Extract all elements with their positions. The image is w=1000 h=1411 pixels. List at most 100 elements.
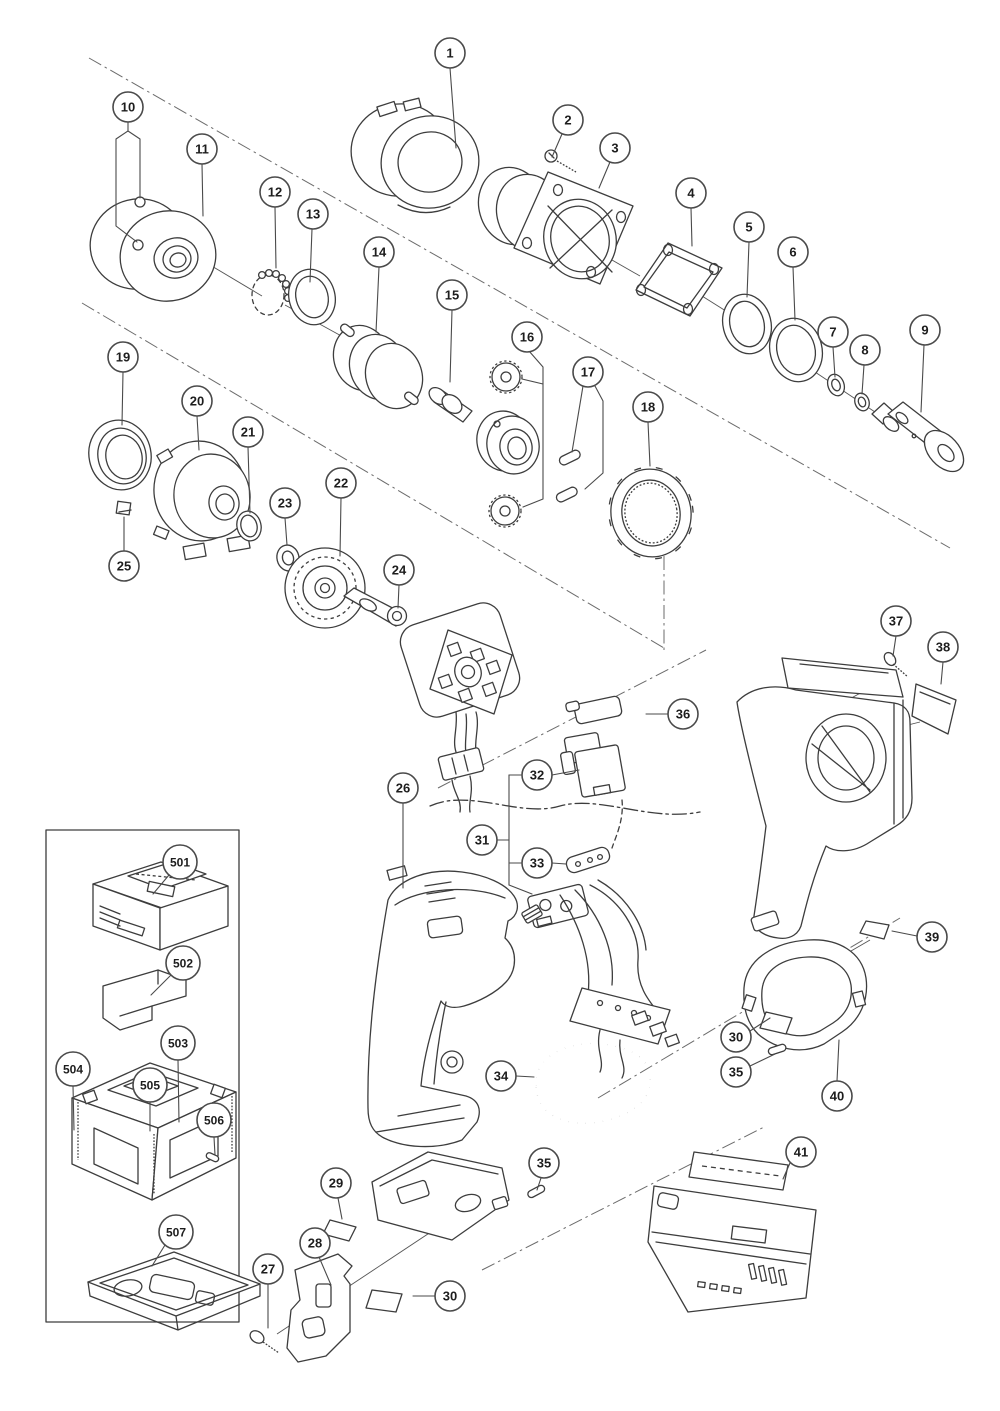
balloon-30[interactable]: 30 xyxy=(720,1021,752,1053)
balloon-circle[interactable] xyxy=(528,1147,560,1179)
balloon-circle[interactable] xyxy=(466,824,498,856)
balloon-30[interactable]: 30 xyxy=(434,1280,466,1312)
balloon-circle[interactable] xyxy=(232,416,264,448)
balloon-circle[interactable] xyxy=(817,316,849,348)
balloon-circle[interactable] xyxy=(675,177,707,209)
balloon-circle[interactable] xyxy=(511,321,543,353)
balloon-18[interactable]: 18 xyxy=(632,391,664,423)
balloon-502[interactable]: 502 xyxy=(165,945,201,981)
balloon-circle[interactable] xyxy=(927,631,959,663)
balloon-circle[interactable] xyxy=(112,91,144,123)
balloon-26[interactable]: 26 xyxy=(387,772,419,804)
balloon-circle[interactable] xyxy=(162,844,198,880)
balloon-circle[interactable] xyxy=(320,1167,352,1199)
balloon-9[interactable]: 9 xyxy=(909,314,941,346)
balloon-15[interactable]: 15 xyxy=(436,279,468,311)
balloon-circle[interactable] xyxy=(252,1253,284,1285)
balloon-circle[interactable] xyxy=(667,698,699,730)
balloon-circle[interactable] xyxy=(297,198,329,230)
balloon-circle[interactable] xyxy=(552,104,584,136)
balloon-23[interactable]: 23 xyxy=(269,487,301,519)
balloon-circle[interactable] xyxy=(434,37,466,69)
balloon-circle[interactable] xyxy=(434,1280,466,1312)
balloon-37[interactable]: 37 xyxy=(880,605,912,637)
balloon-34[interactable]: 34 xyxy=(485,1060,517,1092)
balloon-circle[interactable] xyxy=(165,945,201,981)
balloon-circle[interactable] xyxy=(160,1025,196,1061)
balloon-circle[interactable] xyxy=(436,279,468,311)
balloon-11[interactable]: 11 xyxy=(186,133,218,165)
balloon-circle[interactable] xyxy=(632,391,664,423)
balloon-32[interactable]: 32 xyxy=(521,759,553,791)
balloon-circle[interactable] xyxy=(720,1021,752,1053)
balloon-4[interactable]: 4 xyxy=(675,177,707,209)
balloon-1[interactable]: 1 xyxy=(434,37,466,69)
balloon-circle[interactable] xyxy=(383,554,415,586)
balloon-circle[interactable] xyxy=(733,211,765,243)
balloon-circle[interactable] xyxy=(387,772,419,804)
balloon-38[interactable]: 38 xyxy=(927,631,959,663)
balloon-circle[interactable] xyxy=(55,1051,91,1087)
balloon-circle[interactable] xyxy=(132,1067,168,1103)
balloon-503[interactable]: 503 xyxy=(160,1025,196,1061)
balloon-501[interactable]: 501 xyxy=(162,844,198,880)
balloon-31[interactable]: 31 xyxy=(466,824,498,856)
balloon-22[interactable]: 22 xyxy=(325,467,357,499)
balloon-circle[interactable] xyxy=(521,759,553,791)
balloon-circle[interactable] xyxy=(916,921,948,953)
balloon-40[interactable]: 40 xyxy=(821,1080,853,1112)
balloon-33[interactable]: 33 xyxy=(521,847,553,879)
balloon-circle[interactable] xyxy=(521,847,553,879)
balloon-507[interactable]: 507 xyxy=(158,1214,194,1250)
balloon-circle[interactable] xyxy=(777,236,809,268)
balloon-28[interactable]: 28 xyxy=(299,1227,331,1259)
balloon-circle[interactable] xyxy=(108,550,140,582)
balloon-5[interactable]: 5 xyxy=(733,211,765,243)
balloon-505[interactable]: 505 xyxy=(132,1067,168,1103)
balloon-6[interactable]: 6 xyxy=(777,236,809,268)
balloon-25[interactable]: 25 xyxy=(108,550,140,582)
balloon-19[interactable]: 19 xyxy=(107,341,139,373)
balloon-14[interactable]: 14 xyxy=(363,236,395,268)
balloon-17[interactable]: 17 xyxy=(572,356,604,388)
balloon-circle[interactable] xyxy=(785,1136,817,1168)
balloon-13[interactable]: 13 xyxy=(297,198,329,230)
balloon-circle[interactable] xyxy=(485,1060,517,1092)
balloon-circle[interactable] xyxy=(158,1214,194,1250)
balloon-circle[interactable] xyxy=(299,1227,331,1259)
balloon-35[interactable]: 35 xyxy=(720,1056,752,1088)
balloon-7[interactable]: 7 xyxy=(817,316,849,348)
balloon-21[interactable]: 21 xyxy=(232,416,264,448)
balloon-circle[interactable] xyxy=(363,236,395,268)
balloon-39[interactable]: 39 xyxy=(916,921,948,953)
balloon-circle[interactable] xyxy=(849,334,881,366)
balloon-circle[interactable] xyxy=(325,467,357,499)
balloon-41[interactable]: 41 xyxy=(785,1136,817,1168)
balloon-3[interactable]: 3 xyxy=(599,132,631,164)
balloon-circle[interactable] xyxy=(107,341,139,373)
balloon-circle[interactable] xyxy=(909,314,941,346)
balloon-circle[interactable] xyxy=(196,1102,232,1138)
balloon-35[interactable]: 35 xyxy=(528,1147,560,1179)
balloon-29[interactable]: 29 xyxy=(320,1167,352,1199)
balloon-36[interactable]: 36 xyxy=(667,698,699,730)
balloon-504[interactable]: 504 xyxy=(55,1051,91,1087)
balloon-circle[interactable] xyxy=(599,132,631,164)
balloon-24[interactable]: 24 xyxy=(383,554,415,586)
balloon-circle[interactable] xyxy=(259,176,291,208)
balloon-circle[interactable] xyxy=(880,605,912,637)
balloon-10[interactable]: 10 xyxy=(112,91,144,123)
balloon-circle[interactable] xyxy=(720,1056,752,1088)
balloon-circle[interactable] xyxy=(181,385,213,417)
balloon-27[interactable]: 27 xyxy=(252,1253,284,1285)
balloon-circle[interactable] xyxy=(572,356,604,388)
balloon-circle[interactable] xyxy=(269,487,301,519)
balloon-16[interactable]: 16 xyxy=(511,321,543,353)
balloon-8[interactable]: 8 xyxy=(849,334,881,366)
balloon-506[interactable]: 506 xyxy=(196,1102,232,1138)
balloon-12[interactable]: 12 xyxy=(259,176,291,208)
balloon-20[interactable]: 20 xyxy=(181,385,213,417)
balloon-circle[interactable] xyxy=(186,133,218,165)
balloon-circle[interactable] xyxy=(821,1080,853,1112)
balloon-2[interactable]: 2 xyxy=(552,104,584,136)
